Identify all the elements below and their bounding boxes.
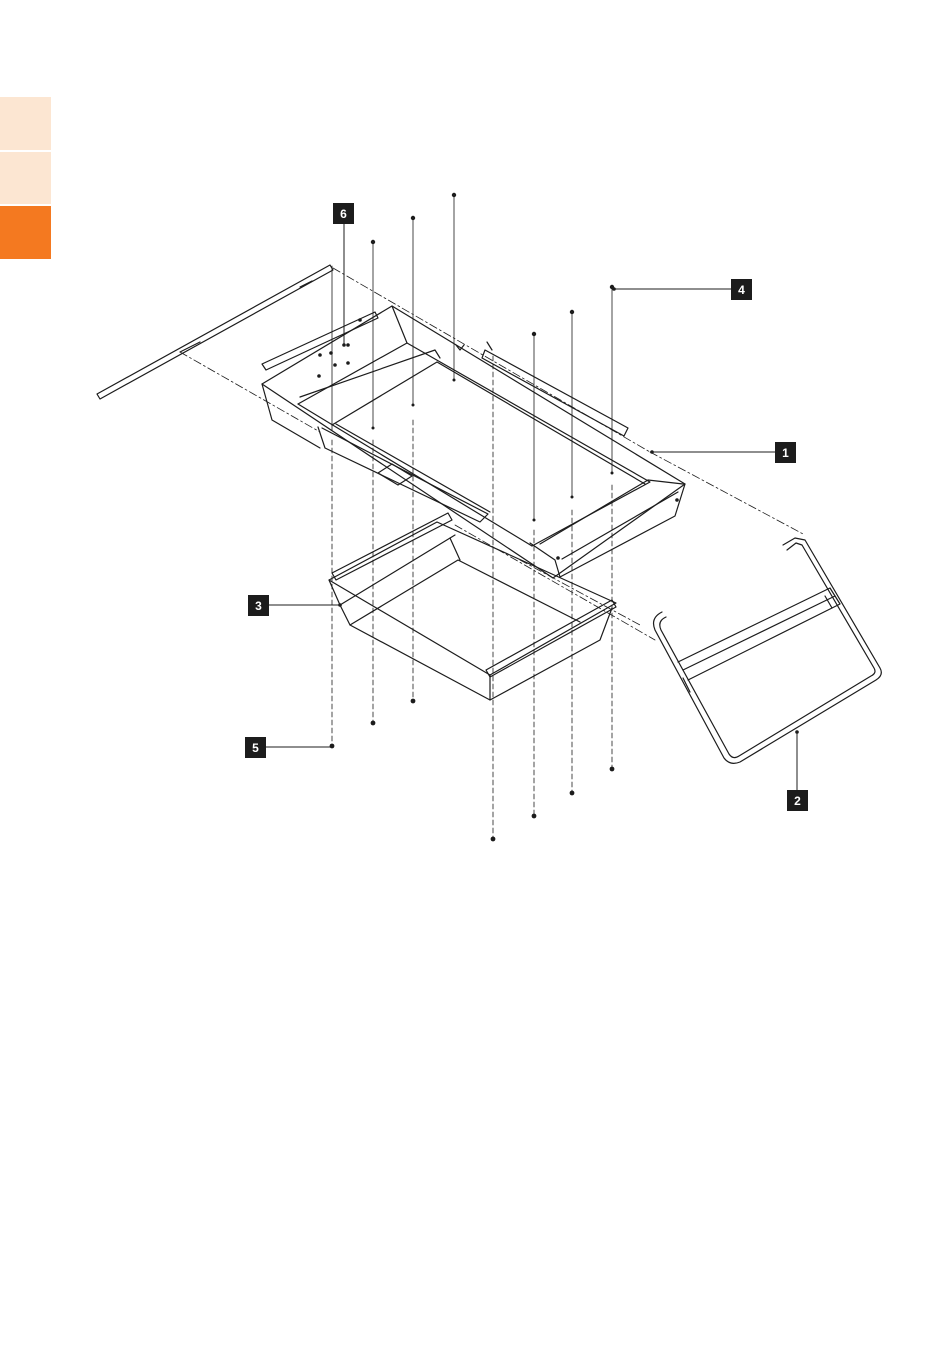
leader-lines	[266, 224, 797, 790]
leader-dots	[338, 287, 799, 734]
upper-tray-part	[262, 306, 685, 578]
callout-1: 1	[775, 442, 796, 463]
callout-4: 4	[731, 279, 752, 300]
rod-part	[97, 265, 333, 399]
callout-2: 2	[787, 790, 808, 811]
callout-3: 3	[248, 595, 269, 616]
alignment-lines	[180, 268, 805, 640]
lower-tray-part	[329, 513, 616, 700]
callout-5: 5	[245, 737, 266, 758]
handle-frame-part	[654, 538, 882, 763]
callout-6: 6	[333, 203, 354, 224]
